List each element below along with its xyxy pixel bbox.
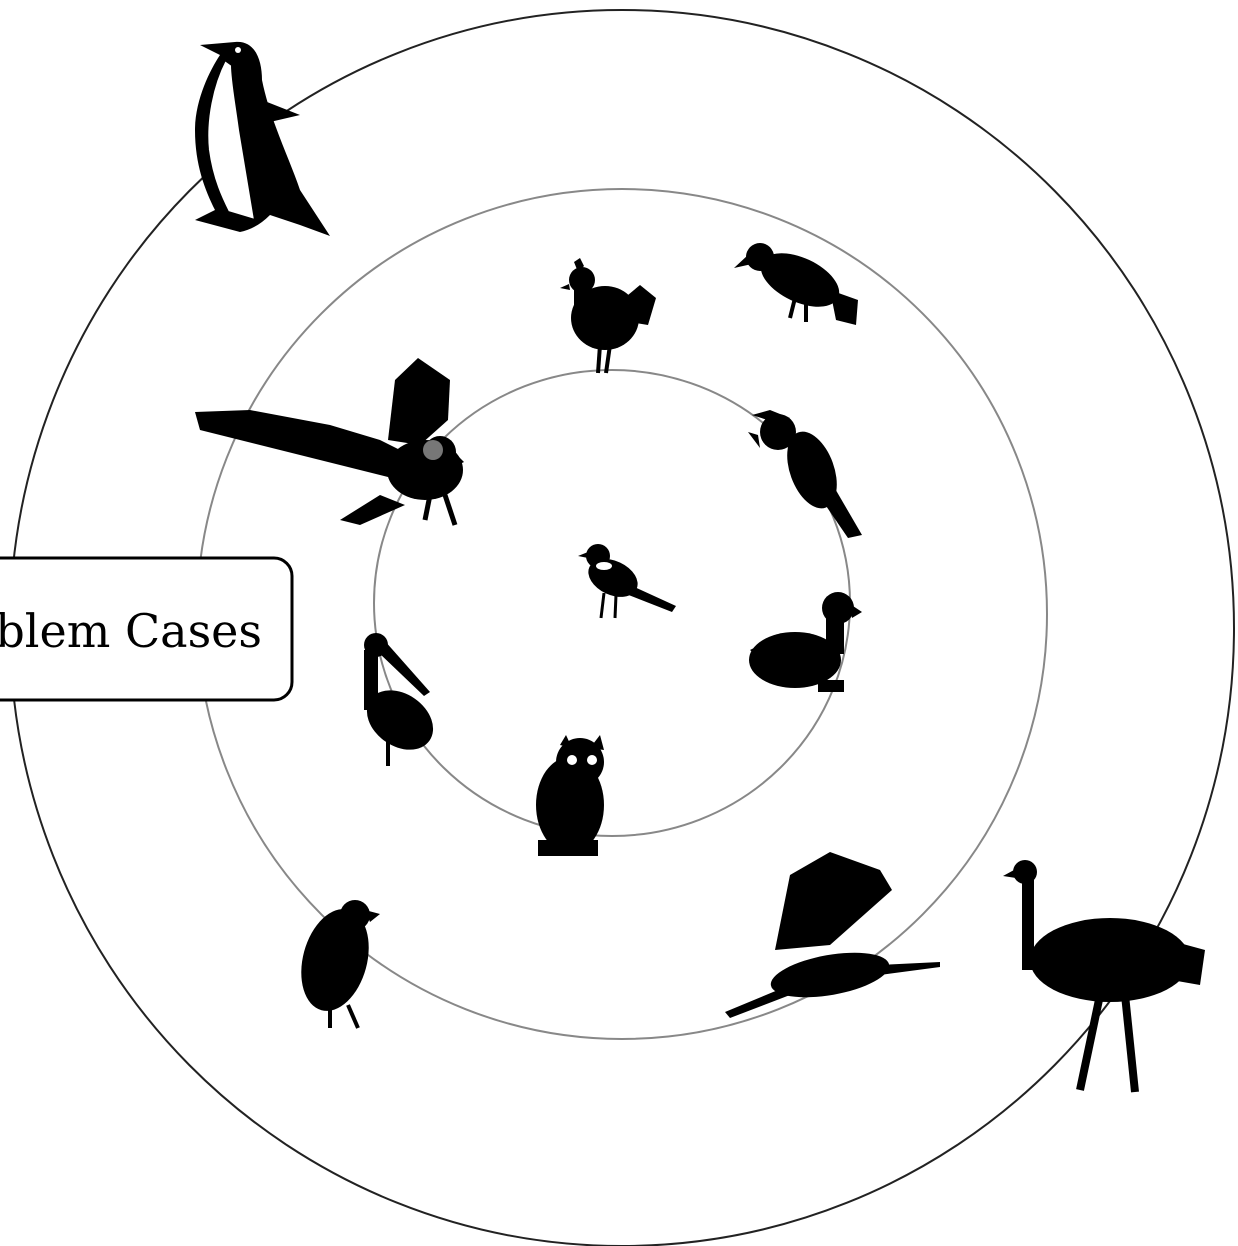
problem-cases-label: oblem Cases	[0, 556, 294, 702]
pelican-icon	[364, 633, 434, 766]
chicken-icon	[560, 258, 656, 374]
heron-icon	[725, 852, 940, 1018]
vulture-icon	[301, 900, 380, 1029]
ostrich-icon	[1003, 860, 1205, 1093]
duck-icon	[749, 592, 862, 692]
cockatoo-icon	[748, 410, 862, 538]
crow-icon	[734, 243, 858, 325]
eagle-icon	[195, 358, 464, 526]
label-text: oblem Cases	[0, 604, 262, 658]
label-box	[0, 556, 294, 702]
sparrow-icon	[578, 544, 676, 619]
penguin-icon	[195, 41, 330, 236]
owl-icon	[536, 735, 604, 856]
